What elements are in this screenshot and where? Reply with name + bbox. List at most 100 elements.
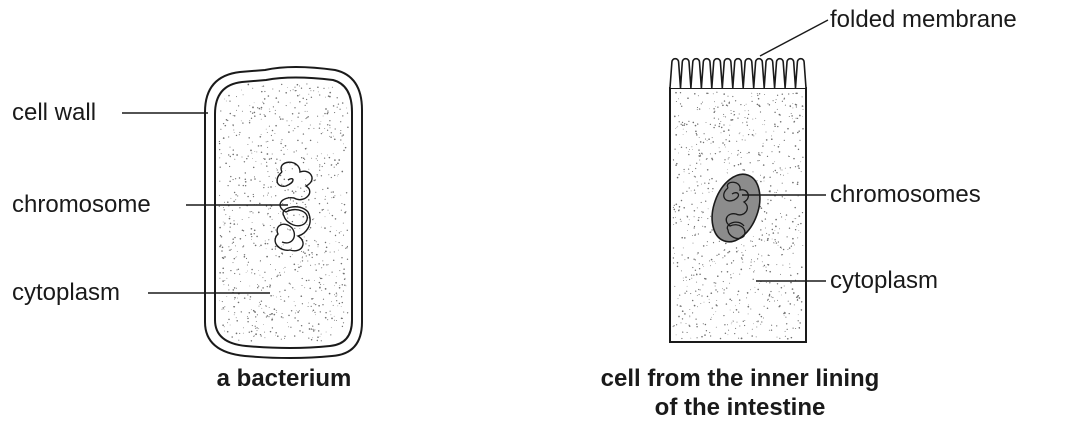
stipple-dot: [269, 126, 270, 127]
stipple-dot: [334, 320, 335, 321]
stipple-dot: [785, 317, 786, 318]
stipple-dot: [700, 289, 701, 290]
stipple-dot: [304, 236, 305, 237]
stipple-dot: [232, 243, 233, 244]
stipple-dot: [264, 91, 265, 92]
stipple-dot: [281, 339, 282, 340]
stipple-dot: [689, 187, 690, 188]
stipple-dot: [308, 338, 309, 339]
stipple-dot: [261, 290, 262, 291]
stipple-dot: [304, 159, 305, 160]
stipple-dot: [233, 201, 235, 203]
stipple-dot: [732, 119, 734, 121]
stipple-dot: [263, 103, 264, 104]
stipple-dot: [296, 310, 297, 311]
stipple-dot: [715, 125, 716, 126]
stipple-dot: [225, 125, 227, 127]
stipple-dot: [763, 318, 764, 319]
stipple-dot: [267, 243, 268, 244]
stipple-dot: [713, 314, 714, 315]
stipple-dot: [761, 152, 762, 153]
stipple-dot: [336, 293, 337, 294]
stipple-dot: [785, 219, 786, 220]
stipple-dot: [247, 264, 248, 265]
stipple-dot: [740, 104, 741, 105]
stipple-dot: [712, 307, 713, 308]
stipple-dot: [297, 311, 299, 313]
stipple-dot: [774, 112, 775, 113]
stipple-dot: [300, 187, 301, 188]
stipple-dot: [283, 147, 284, 148]
stipple-dot: [223, 137, 225, 139]
stipple-dot: [763, 177, 764, 178]
stipple-dot: [711, 259, 713, 261]
stipple-dot: [780, 167, 781, 168]
stipple-dot: [321, 175, 322, 176]
stipple-dot: [281, 299, 282, 300]
stipple-dot: [302, 285, 303, 286]
stipple-dot: [799, 297, 801, 299]
stipple-dot: [269, 286, 271, 288]
stipple-dot: [311, 97, 312, 98]
stipple-dot: [264, 272, 265, 273]
stipple-dot: [778, 245, 779, 246]
stipple-dot: [219, 149, 220, 150]
stipple-dot: [252, 325, 253, 326]
stipple-dot: [775, 219, 777, 221]
stipple-dot: [309, 229, 310, 230]
stipple-dot: [746, 297, 747, 298]
stipple-dot: [327, 155, 328, 156]
stipple-dot: [329, 120, 330, 121]
stipple-dot: [691, 146, 692, 147]
stipple-dot: [224, 202, 225, 203]
stipple-dot: [787, 236, 788, 237]
stipple-dot: [735, 328, 736, 329]
stipple-dot: [275, 162, 277, 164]
stipple-dot: [724, 255, 725, 256]
stipple-dot: [219, 206, 220, 207]
stipple-dot: [693, 259, 694, 260]
stipple-dot: [331, 314, 332, 315]
stipple-dot: [297, 126, 298, 127]
stipple-dot: [302, 260, 303, 261]
stipple-dot: [325, 97, 326, 98]
stipple-dot: [779, 144, 780, 145]
stipple-dot: [285, 145, 287, 147]
stipple-dot: [758, 152, 759, 153]
stipple-dot: [769, 301, 770, 302]
stipple-dot: [325, 288, 327, 290]
stipple-dot: [770, 200, 772, 202]
stipple-dot: [227, 322, 228, 323]
stipple-dot: [239, 333, 240, 334]
stipple-dot: [730, 274, 731, 275]
stipple-dot: [341, 257, 342, 258]
stipple-dot: [757, 95, 758, 96]
stipple-dot: [692, 235, 693, 236]
stipple-dot: [260, 145, 262, 147]
stipple-dot: [276, 312, 277, 313]
stipple-dot: [302, 202, 303, 203]
stipple-dot: [269, 109, 270, 110]
stipple-dot: [329, 136, 330, 137]
stipple-dot: [327, 112, 328, 113]
stipple-dot: [247, 294, 248, 295]
stipple-dot: [800, 322, 801, 323]
stipple-dot: [797, 299, 798, 300]
stipple-dot: [788, 301, 789, 302]
stipple-dot: [687, 216, 688, 217]
stipple-dot: [755, 118, 756, 119]
stipple-dot: [710, 216, 711, 217]
stipple-dot: [755, 134, 756, 135]
stipple-dot: [701, 255, 702, 256]
stipple-dot: [331, 197, 332, 198]
stipple-dot: [336, 241, 337, 242]
stipple-dot: [282, 168, 283, 169]
stipple-dot: [280, 160, 281, 161]
stipple-dot: [683, 134, 684, 135]
stipple-dot: [707, 158, 708, 159]
stipple-dot: [264, 115, 266, 117]
stipple-dot: [724, 100, 725, 101]
stipple-dot: [268, 209, 269, 210]
stipple-dot: [681, 106, 682, 107]
